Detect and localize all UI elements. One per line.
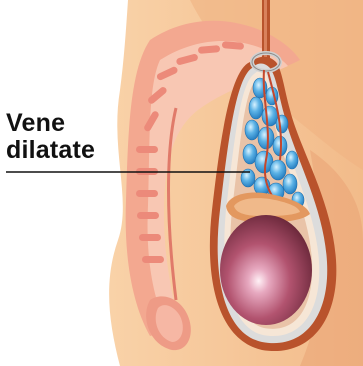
callout-label-line1: Vene [6,110,95,137]
callout-label-dilated-veins: Vene dilatate [6,110,95,164]
testis [220,215,312,325]
callout-label-line2: dilatate [6,137,95,164]
